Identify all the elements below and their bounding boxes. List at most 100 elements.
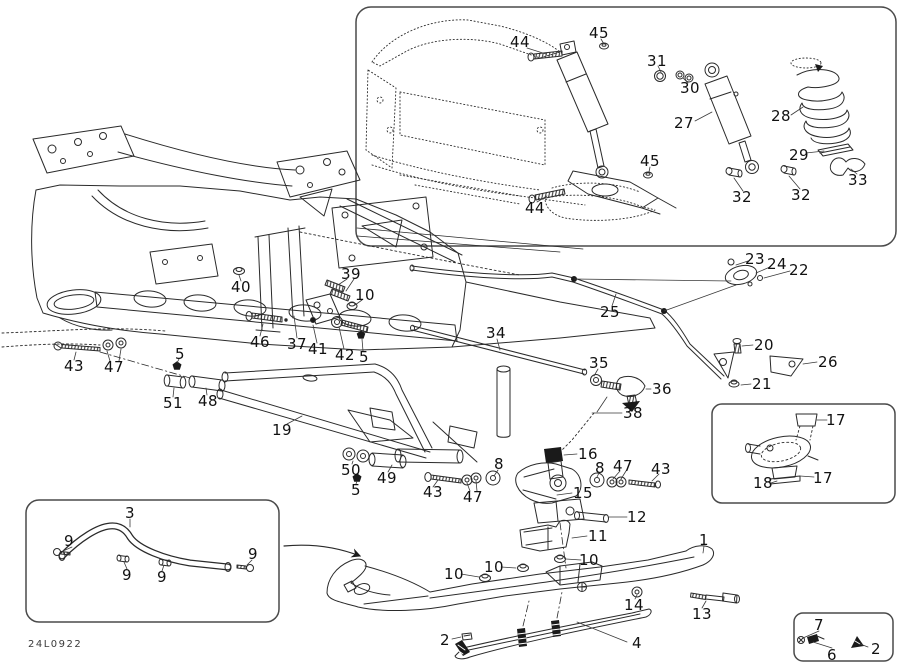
- cap-6: [807, 634, 819, 644]
- bolt-46: [245, 311, 288, 323]
- part-label-50: 50: [341, 461, 361, 479]
- part-label-33: 33: [848, 171, 868, 189]
- part-label-46: 46: [250, 333, 270, 351]
- bushing-32-left: [725, 167, 743, 178]
- sway-bar-flange-22-24: [724, 258, 763, 287]
- part-label-32: 32: [791, 186, 811, 204]
- part-label-5: 5: [351, 481, 361, 499]
- spacer-12: [574, 511, 609, 523]
- flange-nut-10-upper: [346, 301, 358, 310]
- washer-14: [631, 586, 643, 598]
- part-label-3: 3: [125, 504, 135, 522]
- inset-border-skileg: [711, 403, 896, 504]
- shock-mount-nut-bottom: [643, 171, 653, 179]
- handle-screw-b: [116, 554, 130, 563]
- spacer-49: [368, 452, 407, 469]
- part-label-25: 25: [600, 303, 620, 321]
- pivot-hardware-rear: [342, 447, 407, 482]
- retainer-ring-31: [654, 70, 666, 82]
- jam-nut-35: [590, 374, 602, 386]
- bolt-43-skileg-left: [424, 472, 462, 484]
- frame-top-plate-right: [276, 150, 361, 198]
- tie-rod: [410, 324, 646, 451]
- part-label-27: 27: [674, 114, 694, 132]
- part-label-5: 5: [175, 345, 185, 363]
- flange-nut-21: [728, 379, 740, 388]
- part-label-30: 30: [680, 79, 700, 97]
- frame-sketch-edge: [356, 227, 584, 253]
- part-label-14: 14: [624, 596, 644, 614]
- sway-bar-link: [713, 351, 735, 379]
- ski-leg: [515, 447, 585, 569]
- part-label-9: 9: [122, 566, 132, 584]
- part-label-10: 10: [444, 565, 464, 583]
- rubber-boot-16: [544, 447, 563, 463]
- spacer-48: [188, 375, 226, 392]
- washer-50b: [356, 449, 370, 463]
- part-label-43: 43: [64, 357, 84, 375]
- part-label-47: 47: [104, 358, 124, 376]
- pivot-pin-41: [310, 317, 316, 323]
- runner: [454, 591, 652, 660]
- part-label-38: 38: [623, 404, 643, 422]
- part-label-8: 8: [595, 459, 605, 477]
- ski-leg-hardware: [424, 470, 661, 489]
- coil-spring: [790, 57, 851, 145]
- inset-border-fasteners: [793, 612, 894, 662]
- bearing-bolt-42: [331, 316, 369, 333]
- shock-mount-bolt-top: [527, 50, 563, 62]
- part-label-45: 45: [640, 152, 660, 170]
- part-label-2: 2: [440, 631, 450, 649]
- washer-47c: [461, 474, 473, 486]
- part-label-44: 44: [525, 199, 545, 217]
- part-label-13: 13: [692, 605, 712, 623]
- retainer-ring-31-inner: [656, 72, 664, 80]
- ski-leg-bottom-view: [750, 435, 812, 469]
- part-label-9: 9: [157, 568, 167, 586]
- frame-center-plate: [331, 196, 434, 269]
- bolt-43-front: [53, 341, 101, 352]
- part-label-4: 4: [632, 634, 642, 652]
- part-label-43: 43: [423, 483, 443, 501]
- bolt-13: [690, 592, 740, 604]
- frame-lower-plate: [149, 243, 219, 285]
- flange-nut-10-ski-a: [479, 573, 491, 582]
- flange-nut-10-ski-c: [554, 554, 566, 563]
- washer-47b: [115, 337, 127, 349]
- part-label-23: 23: [745, 250, 765, 268]
- part-label-18: 18: [753, 474, 773, 492]
- part-label-19: 19: [272, 421, 292, 439]
- part-label-5: 5: [359, 348, 369, 366]
- frame-bumper: [46, 289, 102, 315]
- part-label-32: 32: [732, 188, 752, 206]
- shock-inset: [355, 6, 897, 253]
- nut-5-rear: [352, 473, 362, 482]
- pad-17-top: [795, 413, 818, 427]
- screw-7: [797, 636, 805, 644]
- flange-nut-10-ski-b: [517, 563, 529, 572]
- part-label-37: 37: [287, 335, 307, 353]
- part-label-31: 31: [647, 52, 667, 70]
- handle-inset: [25, 499, 280, 623]
- part-label-17: 17: [813, 469, 833, 487]
- part-label-16: 16: [578, 445, 598, 463]
- part-label-20: 20: [754, 336, 774, 354]
- frame-tub-outline: [31, 184, 467, 351]
- bushing-pair-30: [675, 70, 694, 83]
- washer-47a: [102, 339, 114, 351]
- washer-50a: [342, 447, 356, 461]
- part-label-26: 26: [818, 353, 838, 371]
- part-label-9: 9: [64, 532, 74, 550]
- part-label-9: 9: [248, 545, 258, 563]
- ski: [326, 545, 740, 612]
- rubber-pad-11: [519, 519, 571, 552]
- part-label-41: 41: [308, 340, 328, 358]
- bolt-22: [757, 275, 763, 281]
- strip-18: [769, 475, 801, 485]
- frame-assembly: [1, 125, 656, 351]
- bushing-32-right: [780, 165, 797, 176]
- part-label-45: 45: [589, 24, 609, 42]
- part-label-10: 10: [484, 558, 504, 576]
